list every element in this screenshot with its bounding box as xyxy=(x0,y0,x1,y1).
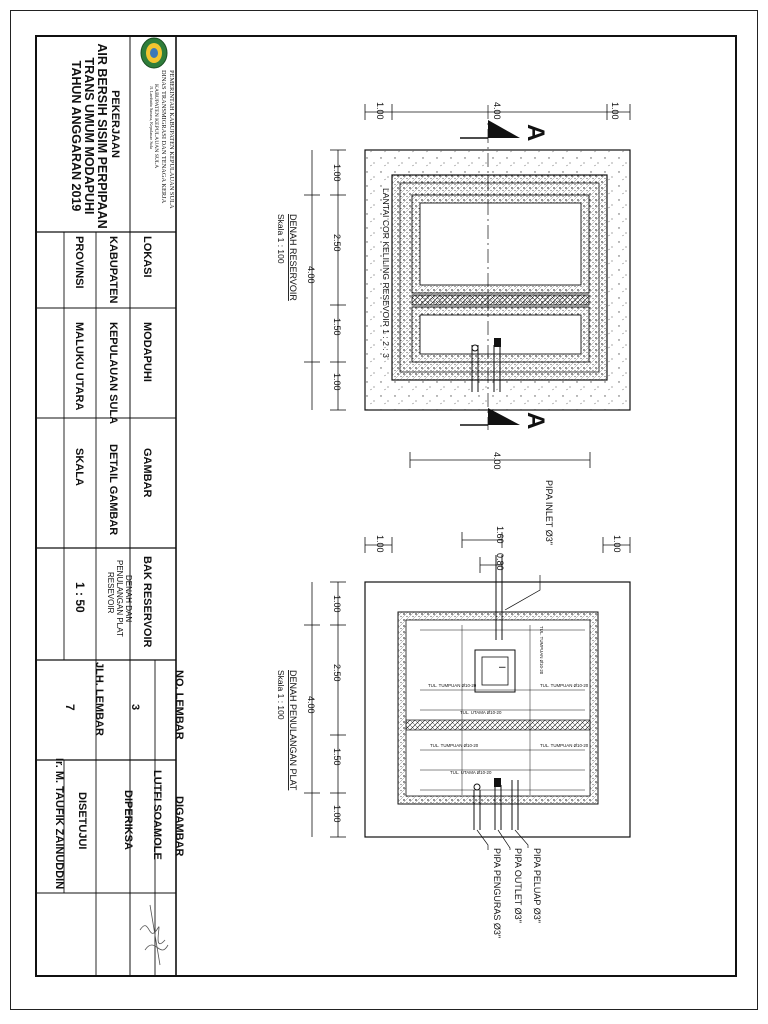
p1-dim-left-3: 1.50 xyxy=(332,318,342,336)
p2-dim-total: 4.00 xyxy=(306,696,316,714)
section-marker-bottom: A xyxy=(522,412,549,429)
p1-dim-top-3: 1.00 xyxy=(610,102,620,120)
p2-dim-top-2: 1.00 xyxy=(612,535,622,553)
jlh-lembar-label: JLH. LEMBAR xyxy=(93,662,105,736)
disetujui-value: Ir. M. TAUFIK ZAINUDDIN xyxy=(53,758,65,889)
project-line-2: TRANS UMUM MODAPUHI xyxy=(82,58,96,215)
pipe-penguras-label: PIPA PENGURAS Ø3" xyxy=(492,848,502,938)
p1-dim-total: 4.00 xyxy=(306,266,316,284)
regency-logo xyxy=(140,37,168,69)
p1-dim-top-1: 1.00 xyxy=(375,102,385,120)
p1-dim-top-2: 4.00 xyxy=(492,102,502,120)
agency-line-3: KABUPATEN KEPULAUAN SULA xyxy=(153,84,159,168)
p1-dim-bottom: 4.00 xyxy=(492,452,502,470)
plan1-scale: Skala 1 : 100 xyxy=(276,214,286,264)
section-marker-top: A xyxy=(522,124,549,141)
pipe-outlet-label: PIPA OUTLET Ø3" xyxy=(513,848,523,923)
agency-line-4: Jl. Lambaitu Sanana, Kepulauan Sula xyxy=(148,86,154,149)
p2-dim-160: 1.60 xyxy=(495,526,505,544)
p1-dim-left-4: 1.00 xyxy=(332,373,342,391)
p1-dim-left-1: 1.00 xyxy=(332,164,342,182)
tul-label-3: TUL. TUMPUAN Ø10-20 xyxy=(540,683,589,688)
provinsi-label: PROVINSI xyxy=(73,236,85,289)
diperiksa-label: DIPERIKSA xyxy=(122,790,134,850)
project-label: PEKERJAAN xyxy=(109,90,121,158)
tul-label-7: TUL. UTAMA Ø10-20 xyxy=(450,770,492,775)
tul-label-2: TUL. TUMPUAN Ø10-20 xyxy=(428,683,477,688)
floor-label: LANTAI COR KELILING RESEVOIR 1 : 2 : 3 xyxy=(381,188,391,358)
plan2-title: DENAH PENULANGAN PLAT xyxy=(288,670,298,791)
agency-line-1: PEMERINTAH KABUPATEN KEPULAUAN SULA xyxy=(168,70,175,209)
signature-scribble xyxy=(139,904,169,966)
detail-line-1: DENAH DAN xyxy=(124,575,133,622)
lokasi-label: LOKASI xyxy=(141,236,153,278)
tul-label-1: TUL. TUMPUAN Ø10-20 xyxy=(539,626,544,675)
disetujui-label: DISETUJUI xyxy=(76,792,88,849)
p2-dim-left-4: 1.00 xyxy=(332,805,342,823)
detail-label: DETAIL GAMBAR xyxy=(107,444,119,535)
tul-label-5: TUL. TUMPUAN Ø10-20 xyxy=(430,743,479,748)
digambar-label: DIGAMBAR xyxy=(173,796,185,857)
p2-dim-left-2: 2.50 xyxy=(332,664,342,682)
digambar-value: LUTFI SOAMOLE xyxy=(151,770,163,860)
pipe-inlet-label: PIPA INLET Ø3" xyxy=(544,480,554,545)
kabupaten-label: KABUPATEN xyxy=(107,236,119,303)
tul-label-6: TUL. TUMPUAN Ø10-20 xyxy=(540,743,589,748)
gambar-value: BAK RESERVOIR xyxy=(141,556,153,648)
manhole-mark: I xyxy=(497,666,507,669)
sheet-border xyxy=(10,10,758,1010)
no-lembar-label: NO. LEMBAR xyxy=(173,670,185,740)
detail-line-2: PENULANGAN PLAT xyxy=(115,560,124,637)
jlh-lembar-value: 7 xyxy=(63,704,77,711)
skala-label: SKALA xyxy=(73,448,85,486)
project-line-3: TAHUN ANGGARAN 2019 xyxy=(69,61,83,212)
provinsi-value: MALUKU UTARA xyxy=(73,322,85,410)
project-line-1: AIR BERSIH SISIM PERPIPAAN xyxy=(95,43,109,228)
lokasi-value: MODAPUHI xyxy=(141,322,153,382)
p1-dim-left-2: 2.50 xyxy=(332,234,342,252)
detail-line-3: RESEVOIR xyxy=(106,572,115,614)
plan1-title: DENAH RESERVOIR xyxy=(288,214,298,301)
p2-dim-left-3: 1.50 xyxy=(332,748,342,766)
skala-value: 1 : 50 xyxy=(73,582,87,613)
pipe-peluap-label: PIPA PELUAP Ø3" xyxy=(532,848,542,923)
gambar-label: GAMBAR xyxy=(141,448,153,498)
agency-line-2: DINAS TRANSMIGRASI DAN TENAGA KERJA xyxy=(160,70,167,204)
p2-dim-left-1: 1.00 xyxy=(332,595,342,613)
plan2-scale: Skala 1 : 100 xyxy=(276,670,286,720)
kabupaten-value: KEPULAUAN SULA xyxy=(107,322,119,424)
plan-penulangan: I TUL. TUMPUAN Ø10-20 TUL. TUMPUAN Ø10-2… xyxy=(276,480,631,938)
tul-label-4: TUL. UTAMA Ø10-20 xyxy=(460,710,502,715)
title-block: PEMERINTAH KABUPATEN KEPULAUAN SULA DINA… xyxy=(35,35,185,977)
no-lembar-value: 3 xyxy=(129,704,141,710)
p2-dim-top-1: 1.00 xyxy=(375,535,385,553)
p2-dim-080: 0.80 xyxy=(495,553,505,571)
plan-reservoir: LANTAI COR KELILING RESEVOIR 1 : 2 : 3 A… xyxy=(276,102,631,470)
